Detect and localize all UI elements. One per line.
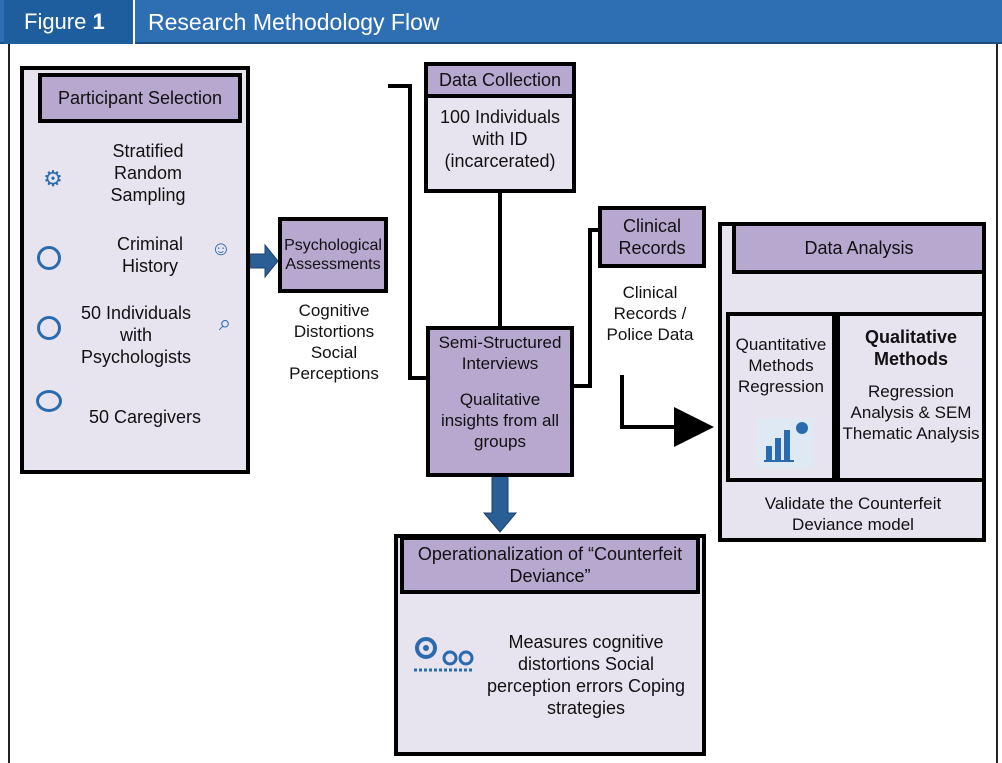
qualitative-box [836, 312, 986, 482]
figure-title: Research Methodology Flow [148, 9, 440, 35]
participant-item-history: Criminal History [116, 234, 183, 276]
brain-people-icon: ☺ [210, 238, 232, 260]
person-gear-icon: ⚙ [43, 166, 63, 191]
data-collection-title: Data Collection [424, 62, 576, 98]
bar-chart-graphic [764, 422, 808, 462]
quantitative-text: Quantitative Methods Regression [735, 334, 827, 396]
bar-chart-bar-3 [784, 430, 790, 460]
figure-word: Figure [24, 9, 87, 34]
operationalization-body: Measures cognitive distortions Social pe… [486, 632, 686, 718]
bar-chart-dot [796, 422, 808, 434]
gears-process-graphic [414, 637, 474, 672]
circle-badge-icon [37, 316, 61, 340]
data-collection-body: 100 Individuals with ID (incarcerated) [439, 107, 561, 171]
bar-chart-icon [756, 418, 814, 468]
data-analysis-footer: Validate the Counterfeit Deviance model [764, 494, 942, 534]
line-interviews-clinical [572, 228, 600, 388]
gear-large [415, 637, 437, 659]
interviews-title: Semi-Structured Interviews [438, 333, 562, 373]
bar-chart-bar-2 [775, 438, 781, 460]
circle-dots-icon [36, 390, 62, 412]
qualitative-text: Regression Analysis & SEM Thematic Analy… [842, 381, 980, 443]
line-psych-interviews [388, 84, 430, 380]
magnifier-icon: ⌕ [218, 310, 232, 335]
gears-process-icon [412, 634, 476, 676]
participant-item-sampling: Stratified Random Sampling [110, 141, 186, 205]
operationalization-title: Operationalization of “Counterfeit Devia… [400, 536, 700, 594]
arrow-interviews-operationalization [482, 475, 518, 533]
clinical-records-box: Clinical Records [598, 206, 706, 268]
interviews-box [426, 326, 574, 477]
interviews-body: Qualitative insights from all groups [440, 389, 560, 451]
arrow-participant-psych [249, 243, 279, 279]
gear-small-b [458, 650, 474, 666]
bar-chart-bar-1 [766, 446, 772, 460]
gear-small-a [442, 650, 458, 666]
arrow-clinical-analysis [620, 375, 714, 447]
figure-number: 1 [92, 9, 105, 34]
circle-lock-icon [37, 246, 61, 270]
psych-assessments-box: Psychological Assessments [278, 217, 388, 293]
qualitative-title: Qualitative Methods [864, 327, 958, 369]
clinical-notes: Clinical Records / Police Data [606, 282, 694, 344]
figure-label: Figure 1 [4, 0, 135, 44]
figure-header [0, 0, 1002, 44]
psych-notes: Cognitive Distortions Social Perceptions [289, 301, 379, 383]
participant-selection-title: Participant Selection [38, 73, 242, 123]
figure-frame [8, 44, 998, 763]
participant-item-caregivers: 50 Caregivers [88, 407, 202, 427]
gear-large-hub [423, 645, 429, 651]
data-analysis-title: Data Analysis [732, 222, 986, 274]
participant-item-individuals: 50 Individuals with Psychologists [80, 303, 192, 367]
